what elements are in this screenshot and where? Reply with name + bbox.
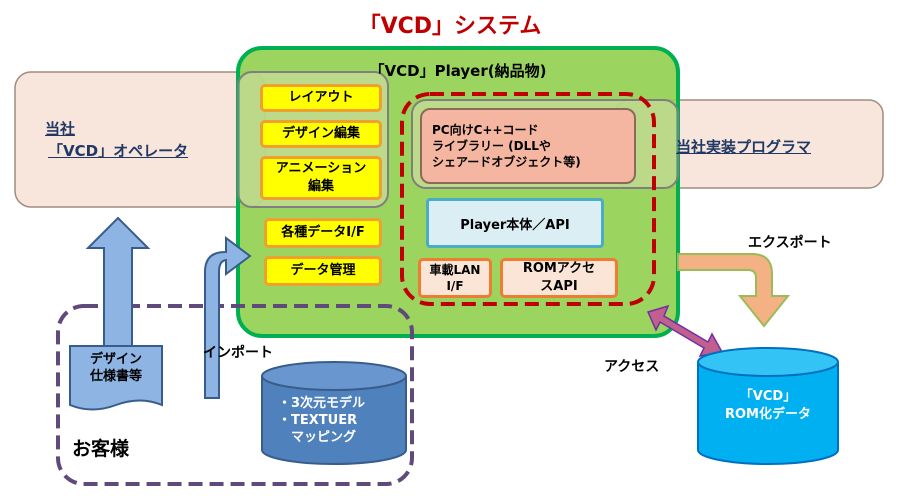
- operator-line2: 「VCD」オペレータ: [48, 142, 189, 160]
- data-if-item: 各種データI/F: [264, 218, 382, 248]
- up-arrow: [85, 216, 151, 349]
- player-title: 「VCD」Player(納品物): [369, 62, 547, 80]
- customer-label: お客様: [72, 438, 130, 460]
- import-label: インポート: [203, 345, 273, 361]
- rom-cylinder: [697, 362, 839, 465]
- models-text: ・3次元モデル ・TEXTUER マッピング: [278, 396, 366, 445]
- programmer-label: 当社実装プログラマ: [676, 138, 812, 156]
- models-cylinder: [261, 376, 407, 465]
- delivery-group: [400, 92, 656, 306]
- rom-access-api-box: ROMアクセ スAPI: [500, 258, 618, 298]
- customer-group: [56, 304, 414, 486]
- access-label: アクセス: [604, 359, 660, 375]
- design-edit-item: デザイン編集: [260, 120, 382, 148]
- rom-data-text: 「VCD」 ROM化データ: [725, 389, 811, 422]
- export-arrow: [677, 253, 791, 328]
- player-core-box: Player本体／API: [426, 198, 604, 248]
- export-label: エクスポート: [748, 235, 832, 251]
- spec-document: [69, 345, 163, 411]
- spec-document-text: デザイン 仕様書等: [89, 352, 142, 384]
- layout-item: レイアウト: [260, 84, 382, 112]
- operator-line1: 当社: [45, 120, 76, 138]
- library-box: PC向けC++コード ライブラリー (DLLや シェアードオブジェクト等): [420, 108, 636, 184]
- system-title: 「VCD」システム: [358, 14, 542, 39]
- lan-if-box: 車載LAN I/F: [418, 258, 492, 298]
- import-arrow: [204, 236, 252, 399]
- data-management-item: データ管理: [264, 256, 382, 286]
- animation-edit-item: アニメーション 編集: [260, 156, 382, 200]
